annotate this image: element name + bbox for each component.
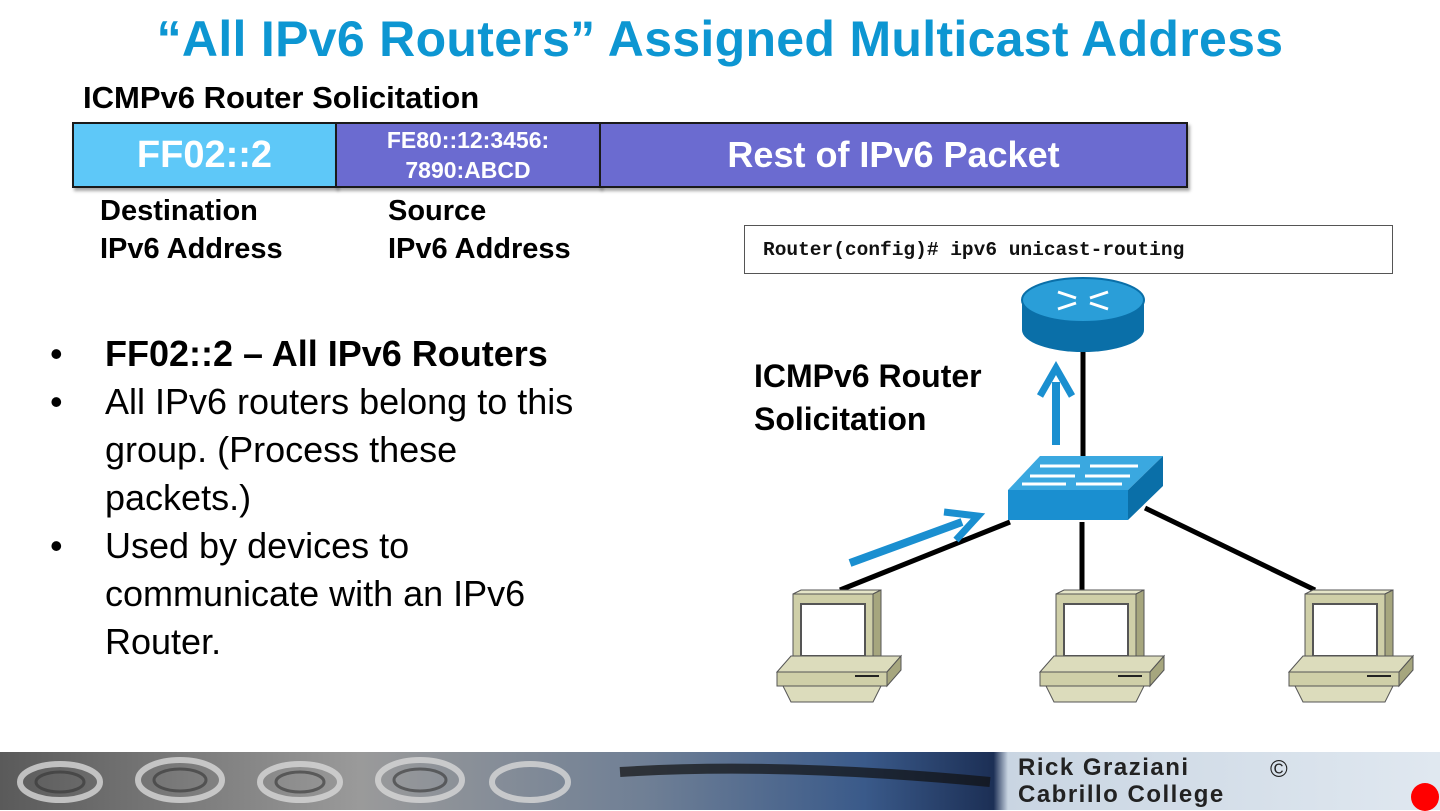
bullet-text: group. (Process these <box>105 429 458 470</box>
diagram-label-line2: Solicitation <box>754 401 927 437</box>
destination-caption-line2: IPv6 Address <box>100 233 283 265</box>
copyright-symbol: © <box>1270 756 1288 783</box>
footer-credit: Rick Graziani Cabrillo College <box>1018 754 1225 808</box>
destination-caption-line1: Destination <box>100 195 258 227</box>
bullet-dot: • <box>50 525 63 566</box>
pc-icon <box>1038 589 1166 703</box>
bullet-text: Used by devices to <box>105 525 410 566</box>
slide-title: “All IPv6 Routers” Assigned Multicast Ad… <box>156 11 1284 67</box>
command-box: Router(config)# ipv6 unicast-routing <box>744 225 1393 274</box>
bullet-item: • Used by devices to communicate with an… <box>50 522 670 666</box>
footer-name: Rick Graziani <box>1018 754 1190 781</box>
bullet-text: communicate with an IPv6 <box>105 573 526 614</box>
bullet-text: FF02::2 – All IPv6 Routers <box>105 333 548 374</box>
switch-icon <box>1008 456 1163 520</box>
bullet-list: • FF02::2 – All IPv6 Routers • All IPv6 … <box>50 330 670 666</box>
bullet-text: All IPv6 routers belong to this <box>105 381 574 422</box>
bullet-dot: • <box>50 333 63 374</box>
bullet-text: Router. <box>105 621 222 662</box>
pc-right-cable <box>1143 505 1317 593</box>
source-caption-line1: Source <box>388 195 487 227</box>
arrow-up-icon <box>1036 360 1076 445</box>
source-address-cell: FE80::12:3456: 7890:ABCD <box>335 122 601 188</box>
record-indicator-icon <box>1411 783 1439 811</box>
bullet-item: • FF02::2 – All IPv6 Routers <box>50 330 670 378</box>
diagram-label: ICMPv6 Router Solicitation <box>754 355 1034 441</box>
source-address-line2: 7890:ABCD <box>405 157 531 183</box>
source-address-line1: FE80::12:3456: <box>386 127 550 153</box>
packet-label: ICMPv6 Router Solicitation <box>83 80 480 115</box>
bullet-dot: • <box>50 381 63 422</box>
pc-icon <box>775 589 903 703</box>
command-text: Router(config)# ipv6 unicast-routing <box>763 238 1185 261</box>
network-diagram <box>775 277 1415 703</box>
pc-icon <box>1287 589 1415 703</box>
diagram-label-line1: ICMPv6 Router <box>754 358 982 394</box>
source-caption-line2: IPv6 Address <box>388 233 571 265</box>
bullet-item: • All IPv6 routers belong to this group.… <box>50 378 670 522</box>
source-caption: Source IPv6 Address <box>388 192 571 268</box>
rest-of-packet-cell: Rest of IPv6 Packet <box>599 122 1188 188</box>
destination-address-cell: FF02::2 <box>72 122 337 188</box>
bullet-text: packets.) <box>105 477 252 518</box>
router-icon <box>1021 277 1145 352</box>
pc-left-cable <box>839 519 1011 593</box>
destination-caption: Destination IPv6 Address <box>100 192 283 268</box>
destination-address-text: FF02::2 <box>136 133 273 176</box>
network-cables <box>839 345 1317 593</box>
footer-banner <box>0 752 1440 810</box>
rest-of-packet-text: Rest of IPv6 Packet <box>727 134 1060 175</box>
arrow-right-icon <box>848 508 986 567</box>
footer-college: Cabrillo College <box>1018 781 1225 808</box>
